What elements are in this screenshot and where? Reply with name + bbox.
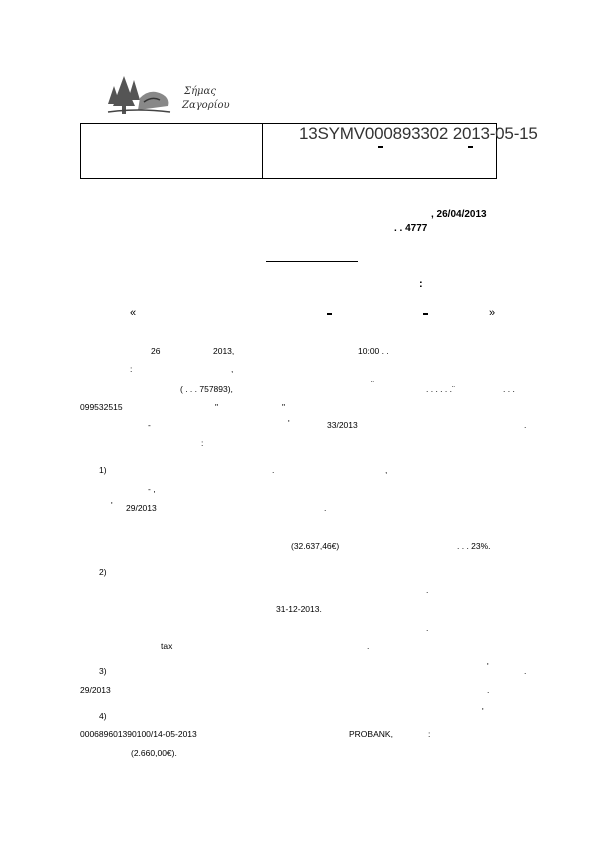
logo: Σήμας Ζαγορίου [104,70,234,118]
text-dots: . . . . . .¨ [426,384,455,394]
quote-open: « [130,307,137,319]
header-box [80,123,497,179]
text-apostrophe: ' [482,706,484,716]
text-mark: ¨ [371,379,374,389]
text-period: . [324,503,327,513]
quote-close-small: " [282,402,286,412]
logo-text-line2: Ζαγορίου [181,100,230,111]
meeting-day: 26 [151,346,161,356]
item-2-number: 2) [99,567,107,577]
item-1-amount: (32.637,46€) [291,541,340,551]
dash-mark [468,146,473,148]
text-dash: - [148,420,151,430]
text-period: . [426,585,429,595]
text-comma: , [385,465,388,475]
text-dots-end: . . . [503,384,515,394]
text-period: . [426,623,429,633]
text-period: . [524,420,527,430]
protocol-number: . . 4777 [394,223,428,234]
item-3-number: 3) [99,666,107,676]
item-1-decision: 29/2013 [126,503,157,513]
document-date: , 26/04/2013 [431,209,487,220]
text-comma: , [231,364,234,374]
item-1-vat: . . . 23%. [457,541,491,551]
text-period: . [487,685,490,695]
quote-open-small: " [215,402,219,412]
item-4-guarantee: 000689601390100/14-05-2013 [80,729,197,739]
dash-mark [327,313,332,315]
text-colon: : [428,729,431,739]
text-period: . [524,666,527,676]
item-1-number: 1) [99,465,107,475]
text-period: . [272,465,275,475]
title-underline [266,261,358,262]
text-period: . [367,641,370,651]
dash-mark [378,146,383,148]
item-2-date: 31-12-2013. [276,604,322,614]
text-colon: : [130,364,133,374]
text-apostrophe: ' [111,500,113,510]
municipality-logo-icon: Σήμας Ζαγορίου [107,76,230,114]
item-3-decision: 29/2013 [80,685,111,695]
item-4-amount: (2.660,00€). [131,748,177,758]
item-4-bank: PROBANK, [349,729,393,739]
header-divider [262,124,263,178]
quote-close: » [489,307,496,319]
text-colon: : [201,438,204,448]
item-4-number: 4) [99,711,107,721]
item-2-tax: tax [161,641,173,651]
logo-text-line1: Σήμας [183,86,216,97]
registration-number: 099532515 [80,402,123,412]
text-apostrophe: ' [487,661,489,671]
text-dash-comma: - , [148,484,156,494]
subject-colon: : [419,278,423,290]
afm-number: ( . . . 757893), [180,384,233,394]
dash-mark [423,313,428,315]
meeting-year: 2013, [213,346,235,356]
meeting-time: 10:00 . . [358,346,389,356]
text-apostrophe: ' [288,418,290,428]
decision-number: 33/2013 [327,420,358,430]
ada-code: 13SYMV000893302 2013-05-15 [299,124,538,143]
